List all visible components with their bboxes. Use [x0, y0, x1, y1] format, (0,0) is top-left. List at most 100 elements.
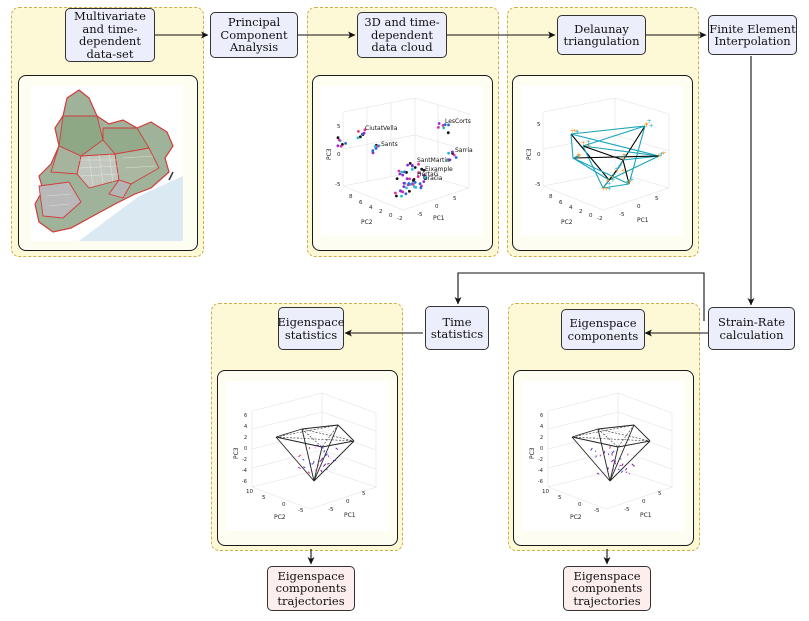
cloud-point — [339, 144, 343, 148]
node-trajectories-left[interactable]: Eigenspace components trajectories — [267, 566, 355, 611]
delaunay-edge — [582, 125, 646, 147]
cloud-point — [437, 122, 441, 125]
eig-stats-pc1tick-1: -5 — [328, 507, 334, 513]
node-eigspace-components[interactable]: Eigenspace components — [561, 309, 645, 350]
cloud-point — [336, 136, 340, 140]
eigen-vector-mark — [611, 468, 614, 471]
eig-comp-plot: PC3 6 4 2 0 -2 -4 -6 10 5 0 -5 PC2 -5 0 … — [522, 381, 684, 531]
node-eigspace-statistics[interactable]: Eigenspace statistics — [278, 307, 345, 350]
delaunay-marker: + — [644, 121, 649, 128]
cloud-point — [376, 144, 379, 148]
mesh-edge — [571, 436, 619, 448]
eig-comp-pc2tick-3: 0 — [578, 502, 582, 508]
north-arrow-icon — [168, 171, 174, 181]
district-ciutatvella — [108, 179, 132, 199]
mesh-edge — [313, 424, 339, 482]
eig-comp-ztick-4: 0 — [540, 446, 543, 452]
cloud-point — [437, 126, 440, 129]
delaunay-axis-pc1: PC1 — [637, 217, 649, 224]
cloud-point — [404, 192, 408, 196]
cloud-point — [413, 166, 417, 169]
eigen-vector-mark — [611, 450, 615, 455]
node-cloud[interactable]: 3D and time- dependent data cloud — [357, 12, 447, 58]
delaunay-grid — [542, 97, 670, 211]
cloud-point — [395, 177, 399, 180]
delaunay-edge — [570, 125, 646, 135]
delaunay-plot: ++++++++++++++++++++++++++++++++++++++++… — [521, 86, 683, 236]
eigen-vector-mark — [320, 469, 323, 473]
cloud-point — [408, 189, 411, 193]
eig-stats-points — [297, 444, 339, 474]
node-trajectories-right[interactable]: Eigenspace components trajectories — [563, 566, 651, 611]
eigen-vector-mark — [334, 459, 337, 461]
cloud-axis-pc1: PC1 — [433, 215, 445, 222]
cloud-point — [411, 183, 415, 186]
eig-stats-plot: PC3 6 4 2 0 -2 -4 -6 10 5 0 -5 PC2 -5 0 … — [226, 381, 388, 531]
delaunay-marker: + — [576, 151, 581, 158]
delaunay-marker: + — [625, 179, 630, 186]
eig-stats-ztick-7: -6 — [242, 479, 247, 485]
cloud-pc2tick-1: 8 — [349, 194, 353, 200]
mesh-edge — [337, 424, 355, 442]
delaunay-pc1tick-3: 5 — [655, 196, 659, 202]
eigen-vector-mark — [625, 471, 628, 474]
eigen-vector-mark — [596, 472, 600, 475]
node-strain[interactable]: Strain-Rate calculation — [708, 307, 795, 350]
eig-stats-pc1tick-3: 5 — [362, 491, 366, 497]
node-delaunay[interactable]: Delaunay triangulation — [557, 15, 646, 55]
eigen-vector-mark — [619, 464, 622, 467]
cloud-label-sarria: Sarria — [455, 147, 473, 154]
node-time-statistics[interactable]: Time statistics — [425, 306, 489, 350]
cloud-label-lescorts: LesCorts — [445, 118, 471, 125]
node-fei[interactable]: Finite Element Interpolation — [708, 15, 797, 55]
delaunay-marker: + — [627, 178, 632, 185]
eig-stats-ztick-5: -2 — [242, 457, 247, 463]
delaunay-edge — [602, 183, 630, 189]
cloud-point — [442, 126, 446, 130]
cloud-point — [451, 150, 454, 154]
delaunay-pc2tick-3: 4 — [569, 205, 573, 211]
delaunay-pc1tick-1: -5 — [619, 212, 625, 218]
eigen-vector-mark — [631, 463, 635, 467]
eigen-vector-mark — [621, 463, 624, 466]
node-pca[interactable]: Principal Component Analysis — [210, 12, 298, 58]
mesh-edge-dashed — [571, 424, 635, 438]
cloud-pc2tick-2: 6 — [359, 200, 363, 206]
cloud-point — [424, 176, 428, 179]
cloud-point — [401, 173, 405, 177]
node-dataset[interactable]: Multivariate and time- dependent data-se… — [65, 8, 155, 62]
delaunay-marker: + — [623, 153, 628, 160]
cloud-label-hortag: HortaG — [417, 171, 439, 178]
cloud-point — [406, 163, 409, 167]
eig-comp-pc2tick-1: 10 — [542, 489, 549, 495]
eig-stats-pc2tick-2: 5 — [262, 495, 266, 501]
delaunay-marker: + — [601, 186, 606, 193]
cloud-point — [407, 182, 411, 185]
eigen-vector-mark — [611, 459, 615, 463]
district-horta — [102, 127, 150, 155]
delaunay-marker: + — [586, 139, 591, 146]
mesh-edge-dashed — [301, 428, 323, 448]
delaunay-marker: + — [606, 178, 611, 185]
eig-comp-pc2tick-4: -5 — [594, 508, 600, 514]
delaunay-edge — [572, 157, 630, 185]
cloud-point — [413, 181, 417, 184]
eigen-vector-mark — [322, 463, 327, 467]
mesh-edge — [275, 428, 303, 438]
mesh-edge-dashed — [275, 424, 339, 438]
cloud-pc2tick-6: -2 — [397, 216, 402, 222]
eigen-vector-mark — [614, 461, 617, 465]
delaunay-edge — [572, 157, 610, 181]
eig-comp-ztick-5: -2 — [538, 457, 543, 463]
mesh-edge — [633, 424, 651, 442]
eig-stats-ztick-3: 2 — [244, 435, 247, 441]
delaunay-markers: ++++++++++++++++++++++++++++++++++++++++ — [570, 118, 667, 193]
eigen-vector-mark — [617, 468, 620, 471]
delaunay-panel: ++++++++++++++++++++++++++++++++++++++++… — [512, 75, 693, 251]
cloud-point — [401, 190, 405, 194]
eig-comp-pc1tick-3: 5 — [658, 491, 662, 497]
cloud-pc2tick-3: 4 — [369, 205, 373, 211]
eigen-vector-mark — [621, 470, 623, 473]
delaunay-pc2tick-4: 2 — [579, 209, 583, 215]
eigen-vector-mark — [315, 469, 317, 472]
